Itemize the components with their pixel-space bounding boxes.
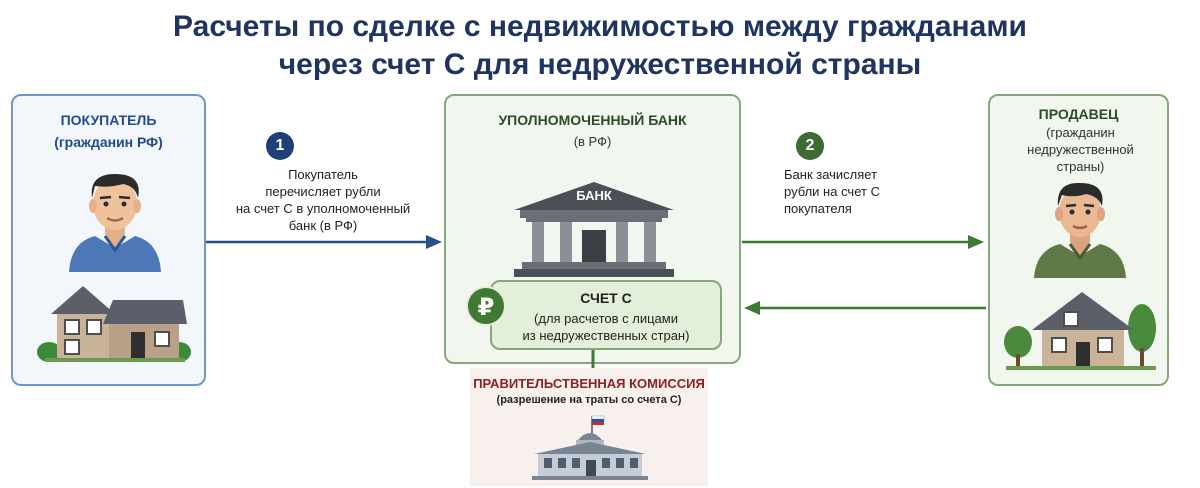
diagram-title: Расчеты по сделке с недвижимостью между … xyxy=(0,8,1200,84)
buyer-panel: ПОКУПАТЕЛЬ (гражданин РФ) xyxy=(11,94,206,386)
step-1-line-1: Покупатель xyxy=(288,167,358,182)
arrow-bank-to-seller xyxy=(742,235,984,249)
step-1-badge: 1 xyxy=(266,132,294,160)
seller-subtitle-line-3: страны) xyxy=(1056,159,1105,174)
bank-building-icon xyxy=(514,182,674,277)
step-1-line-3: на счет С в уполномоченный xyxy=(235,201,411,216)
account-c-subtitle-line-2: из недружественных стран) xyxy=(522,328,690,343)
commission-box: ПРАВИТЕЛЬСТВЕННАЯ КОМИССИЯ (разрешение н… xyxy=(470,368,708,486)
seller-panel: ПРОДАВЕЦ (гражданин недружественной стра… xyxy=(988,94,1169,386)
arrow-seller-to-account xyxy=(744,301,986,315)
person-icon xyxy=(69,174,161,272)
step-2-description: Банк зачисляет рубли на счет С покупател… xyxy=(784,166,964,217)
title-line-2: через счет С для недружественной страны xyxy=(278,48,922,81)
house-icon xyxy=(37,286,191,362)
arrow-buyer-to-bank xyxy=(206,235,442,249)
account-c-subtitle-line-1: (для расчетов с лицами xyxy=(534,311,678,326)
ruble-icon: ₽ xyxy=(466,286,506,326)
step-2-line-3: покупателя xyxy=(784,201,852,216)
seller-subtitle-line-2: недружественной xyxy=(1027,142,1134,157)
house-icon xyxy=(1004,292,1156,370)
account-c-subtitle: (для расчетов с лицами из недружественны… xyxy=(492,310,720,344)
person-icon xyxy=(1034,182,1126,278)
step-2-badge: 2 xyxy=(796,132,824,160)
commission-title: ПРАВИТЕЛЬСТВЕННАЯ КОМИССИЯ xyxy=(473,376,705,391)
buyer-title: ПОКУПАТЕЛЬ xyxy=(60,112,157,128)
title-line-1: Расчеты по сделке с недвижимостью между … xyxy=(173,10,1027,43)
seller-subtitle: (гражданин недружественной страны) xyxy=(1000,124,1161,175)
connector-line xyxy=(591,350,595,370)
seller-subtitle-line-1: (гражданин xyxy=(1046,125,1115,140)
account-c-title: СЧЕТ С xyxy=(580,290,632,306)
buyer-subtitle: (гражданин РФ) xyxy=(54,134,163,150)
commission-subtitle: (разрешение на траты со счета С) xyxy=(496,394,682,406)
step-2-line-1: Банк зачисляет xyxy=(784,167,878,182)
step-1-line-2: перечисляет рубли xyxy=(265,184,381,199)
step-1-line-4: банк (в РФ) xyxy=(288,218,358,233)
bank-sign: БАНК xyxy=(576,188,612,203)
account-c-box: СЧЕТ С (для расчетов с лицами из недруже… xyxy=(490,280,722,350)
bank-title: УПОЛНОМОЧЕННЫЙ БАНК xyxy=(498,112,687,128)
step-2-line-2: рубли на счет С xyxy=(784,184,880,199)
step-1-description: Покупатель перечисляет рубли на счет С в… xyxy=(208,166,438,234)
seller-title: ПРОДАВЕЦ xyxy=(1038,106,1119,122)
bank-subtitle: (в РФ) xyxy=(573,134,612,149)
government-building-icon xyxy=(532,415,648,480)
